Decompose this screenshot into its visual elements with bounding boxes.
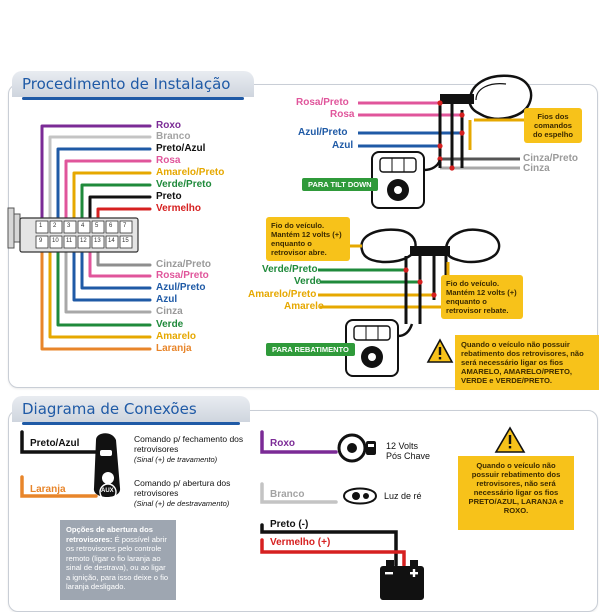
remote-key-icon	[93, 433, 121, 501]
label-verde: Verde	[156, 319, 184, 330]
ignition-key-icon	[337, 433, 376, 463]
label-azul-preto: Azul/Preto	[156, 282, 206, 293]
pin-4: 4	[81, 223, 85, 229]
diagram-label-branco: Branco	[270, 489, 305, 500]
wire-verde	[56, 244, 152, 327]
pin-5: 5	[95, 223, 99, 229]
wire-laranja	[40, 244, 152, 351]
label-cinza: Cinza	[156, 306, 183, 317]
diagram-title: Diagrama de Conexões	[22, 400, 197, 418]
mirror-bottom-label-verde: Verde	[294, 276, 322, 287]
pin-2: 2	[53, 223, 57, 229]
cmd-open-note: (Sinal (+) de destravamento)	[134, 499, 230, 508]
tilt-down-badge: PARA TILT DOWN	[302, 178, 378, 191]
wire-rosa-preto	[88, 244, 152, 278]
diagram-label-preto-azul: Preto/Azul	[30, 438, 80, 449]
wire-verde-preto	[80, 183, 152, 224]
connector	[7, 207, 139, 253]
cmd-open: Comando p/ abertura dos retrovisores	[134, 478, 231, 498]
pin-7: 7	[123, 223, 127, 229]
pin-9: 9	[39, 238, 43, 244]
options-box: Opções de abertura dos retrovisores: É p…	[60, 520, 176, 600]
options-title: Opções de abertura dos retrovisores:	[66, 525, 153, 544]
label-roxo: Roxo	[156, 120, 181, 131]
pin-1: 1	[39, 223, 43, 229]
diagram-label-vermelho-pos: Vermelho (+)	[270, 537, 331, 548]
pin-11: 11	[66, 238, 73, 244]
diagram-label-preto-neg: Preto (-)	[270, 519, 309, 530]
cmd-close: Comando p/ fechamento dos retrovisores	[134, 434, 244, 454]
install-title-tab: Procedimento de Instalação	[12, 71, 254, 100]
pin-12: 12	[80, 238, 87, 244]
mirror-bottom-label-verde-preto: Verde/Preto	[262, 264, 318, 275]
switch-top-icon	[371, 151, 442, 209]
pin-3: 3	[67, 223, 71, 229]
options-text: É possível abrir os retrovisores pelo co…	[66, 534, 169, 592]
label-laranja: Laranja	[156, 343, 192, 354]
battery-icon	[380, 560, 424, 600]
wire-preto-azul	[56, 147, 152, 224]
mirror-bottom-label-amarelo-preto: Amarelo/Preto	[248, 289, 317, 300]
wire-roxo	[40, 124, 152, 224]
label-preto: Preto	[156, 191, 182, 202]
reverse-light-icon	[342, 487, 378, 505]
warning-triangle-top	[426, 338, 454, 363]
wire-azul	[72, 244, 152, 302]
wire-azul-preto	[80, 244, 152, 290]
aux-label: AUX	[101, 488, 114, 494]
twelve-volts-label: 12 Volts Pós Chave	[386, 441, 431, 461]
mirror-bottom-icon	[360, 228, 501, 264]
mirror-top-label-rosa-preto: Rosa/Preto	[296, 97, 349, 108]
label-preto-azul: Preto/Azul	[156, 143, 206, 154]
wire-rosa	[64, 159, 152, 224]
mirror-bottom-label-amarelo: Amarelo	[284, 301, 325, 312]
pin-10: 10	[52, 238, 59, 244]
diagram-label-laranja: Laranja	[30, 484, 66, 495]
cmd-open-text: Comando p/ abertura dos retrovisores (Si…	[134, 478, 244, 509]
label-amarelo: Amarelo	[156, 331, 197, 342]
label-rosa: Rosa	[156, 155, 181, 166]
pin-15: 15	[122, 238, 129, 244]
label-verde-preto: Verde/Preto	[156, 179, 212, 190]
wire-amarelo-preto	[72, 171, 152, 224]
wire-amarelo	[48, 244, 152, 339]
label-vermelho: Vermelho	[156, 203, 202, 214]
pin-6: 6	[109, 223, 113, 229]
mirror-top-label-cinza-preto: Cinza/Preto	[523, 153, 579, 164]
mirror-top-label-rosa: Rosa	[330, 109, 355, 120]
pin-13: 13	[94, 238, 101, 244]
diagram-label-roxo: Roxo	[270, 438, 295, 449]
mirror-top-icon	[440, 74, 533, 120]
pin-14: 14	[108, 238, 115, 244]
luz-re-label: Luz de ré	[384, 491, 422, 501]
switch-bottom-icon	[345, 319, 414, 377]
mirror-top-label-cinza: Cinza	[523, 163, 550, 174]
label-cinza-preto: Cinza/Preto	[156, 259, 212, 270]
cmd-close-note: (Sinal (+) de travamento)	[134, 455, 218, 464]
mirror-bottom-note-left: Fio do veículo. Mantém 12 volts (+) enqu…	[266, 217, 350, 261]
label-amarelo-preto: Amarelo/Preto	[156, 167, 225, 178]
mirror-warning: Quando o veículo não possuir rebatimento…	[455, 335, 599, 390]
label-rosa-preto: Rosa/Preto	[156, 270, 209, 281]
mirror-top-label-azul-preto: Azul/Preto	[298, 127, 348, 138]
wire-preto	[88, 195, 152, 224]
rebatimento-badge: PARA REBATIMENTO	[266, 343, 355, 356]
wire-branco	[48, 135, 152, 224]
diagram-warning: Quando o veículo não possuir rebatimento…	[458, 456, 574, 530]
cmd-close-text: Comando p/ fechamento dos retrovisores (…	[134, 434, 244, 465]
mirror-top-label-azul: Azul	[332, 140, 354, 151]
mirror-bottom-note-right: Fio do veículo. Mantém 12 volts (+) enqu…	[441, 275, 523, 319]
mirror-top-note: Fios dos comandos do espelho	[524, 108, 582, 143]
warning-triangle-bottom	[494, 426, 526, 453]
install-title: Procedimento de Instalação	[22, 75, 231, 93]
wire-cinza	[64, 244, 152, 314]
diagram-title-tab: Diagrama de Conexões	[12, 396, 250, 425]
label-branco: Branco	[156, 131, 191, 142]
label-azul: Azul	[156, 294, 178, 305]
